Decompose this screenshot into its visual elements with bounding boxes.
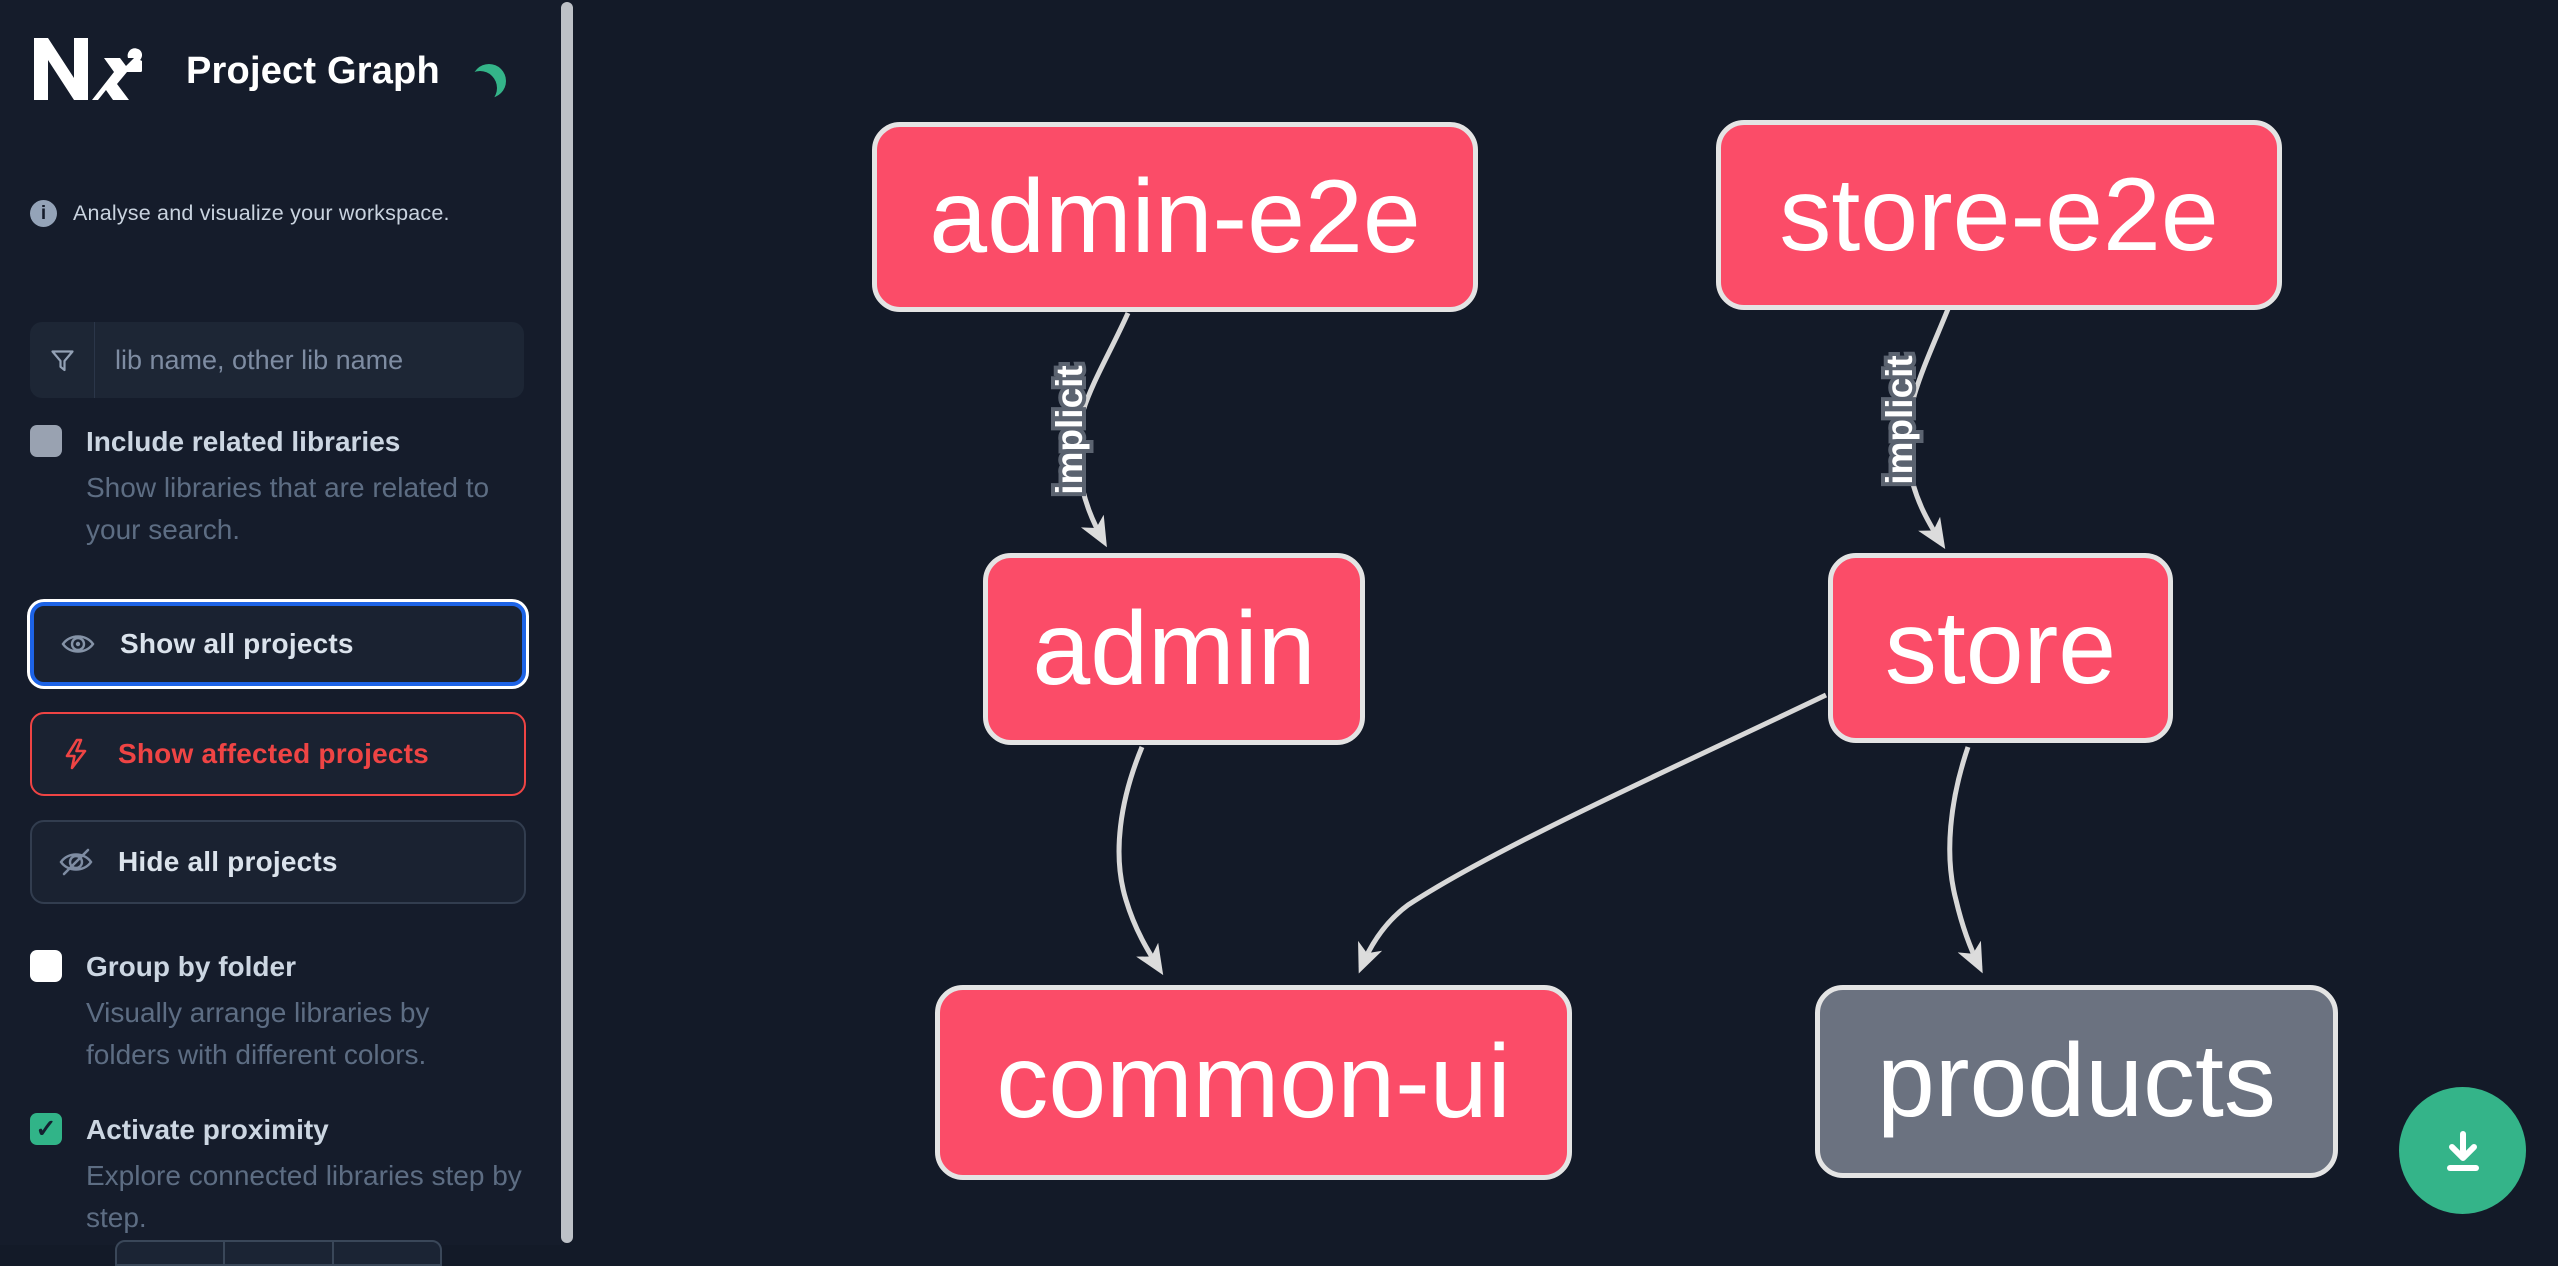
hide-all-projects-label: Hide all projects bbox=[118, 846, 338, 877]
activate-proximity-description: Explore connected libraries step by step… bbox=[86, 1160, 522, 1233]
sidebar-scrollbar[interactable] bbox=[561, 2, 573, 1243]
eye-icon bbox=[60, 631, 96, 657]
group-by-folder-label: Group by folder bbox=[86, 951, 296, 982]
nx-logo-icon bbox=[34, 38, 142, 100]
include-related-checkbox[interactable] bbox=[30, 425, 62, 457]
graph-node-store[interactable]: store bbox=[1828, 553, 2173, 743]
hide-all-projects-button[interactable]: Hide all projects bbox=[30, 820, 526, 904]
stepper-segment[interactable] bbox=[334, 1242, 440, 1264]
info-icon: i bbox=[30, 200, 57, 227]
activate-proximity-option: ✓ Activate proximity Explore connected l… bbox=[30, 1113, 536, 1239]
funnel-icon bbox=[30, 322, 95, 398]
show-all-projects-button[interactable]: Show all projects bbox=[30, 602, 526, 686]
graph-node-common-ui[interactable]: common-ui bbox=[935, 985, 1572, 1180]
activate-proximity-label: Activate proximity bbox=[86, 1114, 329, 1145]
graph-node-admin[interactable]: admin bbox=[983, 553, 1365, 745]
nx-logo[interactable] bbox=[30, 30, 142, 106]
eye-off-icon bbox=[58, 847, 94, 877]
group-by-folder-checkbox[interactable] bbox=[30, 950, 62, 982]
show-affected-projects-button[interactable]: Show affected projects bbox=[30, 712, 526, 796]
page-title: Project Graph bbox=[186, 50, 440, 92]
activate-proximity-checkbox[interactable]: ✓ bbox=[30, 1113, 62, 1145]
tagline: Analyse and visualize your workspace. bbox=[73, 201, 450, 225]
graph-node-store-e2e[interactable]: store-e2e bbox=[1716, 120, 2282, 310]
graph-node-products[interactable]: products bbox=[1815, 985, 2338, 1178]
group-by-folder-option: Group by folder Visually arrange librari… bbox=[30, 950, 506, 1076]
graph-node-admin-e2e[interactable]: admin-e2e bbox=[872, 122, 1478, 312]
search-box bbox=[30, 322, 524, 398]
moon-icon[interactable] bbox=[472, 64, 506, 98]
group-by-folder-description: Visually arrange libraries by folders wi… bbox=[86, 997, 430, 1070]
stepper-segment[interactable] bbox=[225, 1242, 334, 1264]
show-all-projects-label: Show all projects bbox=[120, 628, 354, 659]
sidebar: Project Graph i Analyse and visualize yo… bbox=[0, 0, 563, 1266]
bolt-icon bbox=[58, 738, 94, 770]
include-related-description: Show libraries that are related to your … bbox=[86, 472, 490, 545]
stepper-segment[interactable] bbox=[117, 1242, 226, 1264]
proximity-stepper-control[interactable] bbox=[115, 1240, 442, 1266]
download-icon bbox=[2446, 1130, 2479, 1171]
search-input[interactable] bbox=[95, 322, 524, 398]
show-affected-projects-label: Show affected projects bbox=[118, 738, 429, 769]
include-related-label: Include related libraries bbox=[86, 426, 401, 457]
download-image-button[interactable] bbox=[2399, 1087, 2526, 1214]
include-related-option: Include related libraries Show libraries… bbox=[30, 425, 546, 551]
